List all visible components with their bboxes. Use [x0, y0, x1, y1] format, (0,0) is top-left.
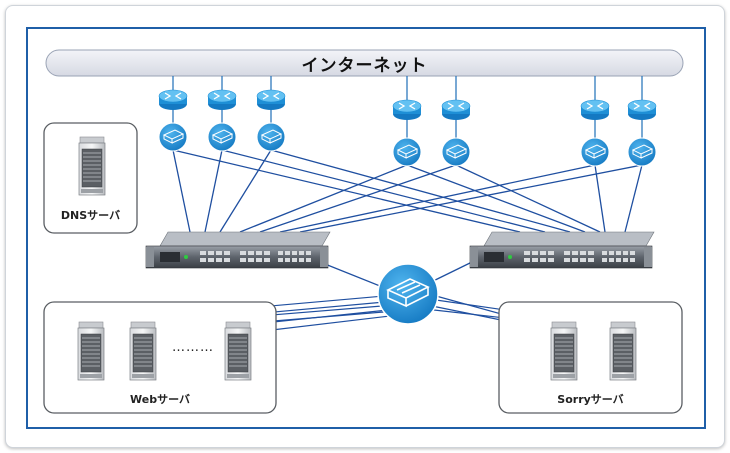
internet-label: インターネット [301, 55, 428, 76]
router-icon [158, 89, 188, 111]
switch-icon [392, 137, 422, 167]
internet-bar [45, 49, 684, 77]
uplink-lines [172, 76, 643, 140]
server-icon [129, 321, 157, 381]
load-balancer-left [145, 231, 331, 269]
switch-icon [256, 122, 286, 152]
router-icon [392, 99, 422, 121]
switch-icon [441, 137, 471, 167]
switch-icon [627, 137, 657, 167]
switch-icon [207, 122, 237, 152]
dns-server-label: DNSサーバ [60, 209, 121, 222]
central-switch-icon [377, 263, 439, 325]
server-icon [77, 321, 105, 381]
crosslink-lines [172, 149, 643, 233]
router-icon [627, 99, 657, 121]
router-icon [207, 89, 237, 111]
server-icon [609, 321, 637, 381]
switch-icon [580, 137, 610, 167]
switch-icon [158, 122, 188, 152]
ellipsis: ……… [172, 340, 214, 355]
web-server-label: Webサーバ [130, 393, 190, 406]
load-balancer-right [469, 231, 655, 269]
router-icon [441, 99, 471, 121]
router-icon [580, 99, 610, 121]
router-icon [256, 89, 286, 111]
server-icon [78, 136, 106, 196]
sorry-server-label: Sorryサーバ [557, 393, 624, 406]
server-icon [224, 321, 252, 381]
server-icon [550, 321, 578, 381]
